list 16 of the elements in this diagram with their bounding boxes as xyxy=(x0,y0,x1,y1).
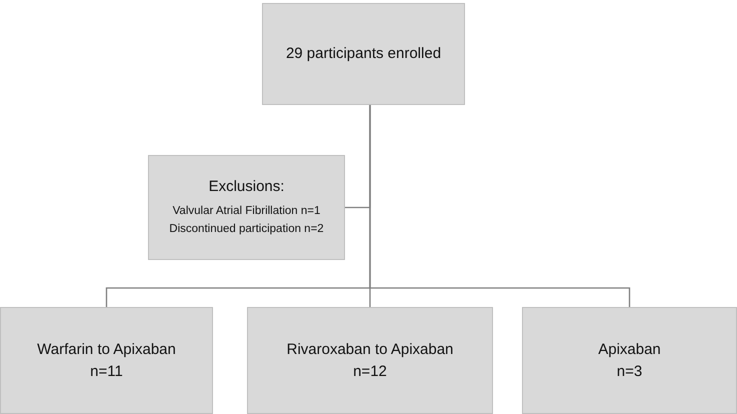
box-label: Warfarin to Apixaban xyxy=(37,340,176,360)
exclusion-text: Valvular Atrial Fibrillation n=1 xyxy=(172,204,320,219)
connector-line xyxy=(369,105,630,307)
count-text: n=12 xyxy=(353,362,387,382)
process-box xyxy=(262,3,465,105)
box-label: 29 participants enrolled xyxy=(286,44,442,64)
process-box xyxy=(522,307,737,414)
box-label: Apixaban xyxy=(598,340,661,360)
count-text: n=11 xyxy=(90,362,123,382)
exclusion-text: Discontinued participation n=2 xyxy=(169,222,324,238)
box-label: Rivaroxaban to Apixaban xyxy=(286,340,454,360)
process-box xyxy=(148,155,345,260)
count-text: n=3 xyxy=(616,362,642,382)
heading-text: Exclusions: xyxy=(208,177,284,198)
process-box xyxy=(247,307,493,414)
process-box xyxy=(0,307,213,414)
